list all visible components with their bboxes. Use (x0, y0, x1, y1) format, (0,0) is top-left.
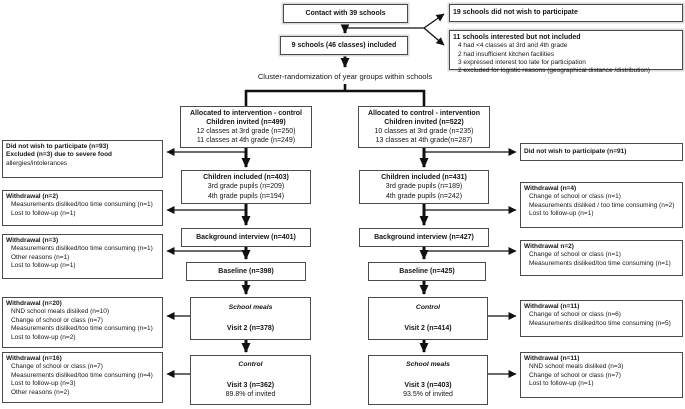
node-school-meals-visit3-right: School meals Visit 3 (n=403) 93.5% of in… (368, 355, 488, 405)
node-line: Background interview (n=401) (196, 233, 296, 241)
node-line: 10 classes at 3rd grade (n=235) (374, 128, 474, 135)
node-children-included-left: Children included (n=403) 3rd grade pupi… (181, 170, 311, 204)
node-line: 19 schools did not wish to participate (453, 9, 578, 17)
node-line: Lost to follow-up (n=2) (11, 333, 76, 341)
node-line: Withdrawal (n=16) (6, 355, 62, 362)
node-background-interview-left: Background interview (n=401) (181, 228, 311, 247)
node-line: 2 excluded for logistic reasons (geograp… (458, 67, 650, 75)
node-line: Withdrawal (n=20) (6, 300, 62, 307)
node-line: Children included (n=403) (203, 174, 289, 182)
node-line: 9 schools (46 classes) included (291, 41, 397, 49)
node-line: Excluded (n=3) due to severe food (6, 151, 113, 159)
node-right-withdrawal-11b: Withdrawal (n=11) NND school meals disli… (520, 352, 683, 398)
node-line: NND school meals disliked (n=3) (529, 363, 624, 371)
node-left-withdrawal-16: Withdrawal (n=16) Change of school or cl… (2, 352, 163, 403)
node-line: Background interview (n=427) (374, 233, 474, 241)
node-right-did-not-wish: Did not wish to participate (n=91) (520, 143, 683, 161)
node-left-withdrawal-20: Withdrawal (n=20) NND school meals disli… (2, 297, 163, 348)
node-line: Lost to follow-up (n=1) (529, 210, 594, 218)
node-line: Withdrawal (n=3) (6, 237, 59, 244)
node-line: Other reasons (n=1) (11, 253, 70, 261)
node-line: Visit 3 (n=362) (226, 381, 275, 389)
node-line: Measurements disliked/too time consuming… (11, 371, 153, 379)
node-line: Change of school or class (n=1) (529, 251, 621, 259)
node-line: Withdrawal (n=11) (524, 355, 580, 362)
node-line: NND school meals disliked (n=10) (11, 308, 110, 316)
node-line: Withdrawal (n=11) (524, 303, 580, 310)
node-line: Withdrawal (n=2) (6, 193, 59, 200)
node-school-meals-visit2-left: School meals Visit 2 (n=378) (190, 297, 311, 340)
node-line: Measurements disliked/too time consuming… (11, 201, 153, 209)
node-line: Withdrawal (n=4) (524, 185, 577, 192)
node-control-visit3-left: Control Visit 3 (n=362) 89.8% of invited (190, 355, 311, 405)
node-background-interview-right: Background interview (n=427) (359, 228, 489, 247)
node-children-included-right: Children included (n=431) 3rd grade pupi… (359, 170, 489, 204)
node-line: Lost to follow-up (n=1) (11, 209, 76, 217)
node-line: Lost to follow-up (n=1) (11, 262, 76, 270)
node-line: Visit 2 (n=378) (226, 325, 275, 333)
node-line: Allocated to intervention - control (189, 109, 302, 117)
node-baseline-left: Baseline (n=398) (186, 262, 306, 281)
node-baseline-right: Baseline (n=425) (368, 262, 486, 281)
node-schools-included: 9 schools (46 classes) included (280, 36, 408, 55)
node-right-withdrawal-11a: Withdrawal (n=11) Change of school or cl… (520, 300, 683, 337)
node-left-did-not-wish: Did not wish to participate (n=93) Exclu… (2, 140, 163, 178)
node-line: Children included (n=431) (381, 174, 467, 182)
node-line: Did not wish to participate (n=93) (6, 143, 109, 150)
node-line: Control (238, 361, 263, 369)
node-control-visit2-right: Control Visit 2 (n=414) (368, 297, 488, 340)
node-line: Visit 2 (n=414) (404, 325, 452, 333)
node-line: allergies/intolerances (6, 159, 68, 167)
node-line: Baseline (n=398) (218, 267, 274, 275)
node-line: 3rd grade pupils (n=209) (207, 183, 285, 191)
node-line: Measurements disliked/too time consuming… (529, 259, 671, 267)
node-line: School meals (406, 361, 450, 369)
randomization-label: Cluster-randomization of year groups wit… (257, 72, 433, 81)
node-line: Other reasons (n=2) (11, 388, 70, 396)
node-line: Did not wish to participate (n=91) (524, 147, 627, 155)
node-line: Measurements disliked/too time consuming… (11, 325, 153, 333)
node-left-withdrawal-2: Withdrawal (n=2) Measurements disliked/t… (2, 190, 163, 226)
node-allocated-intervention-control: Allocated to intervention - control Chil… (180, 106, 312, 148)
node-line: 4 had <4 classes at 3rd and 4th grade (458, 42, 568, 50)
node-line: Lost to follow-up (n=3) (11, 380, 76, 388)
node-line: Change of school or class (n=7) (11, 363, 103, 371)
node-line: 11 classes at 4th grade (n=249) (196, 137, 296, 145)
node-schools-interested-not-included: 11 schools interested but not included 4… (449, 30, 683, 74)
node-right-withdrawal-2: Withdrawal n=2) Change of school or clas… (520, 240, 683, 276)
node-line: Withdrawal n=2) (524, 243, 574, 250)
node-line: Baseline (n=425) (399, 267, 455, 275)
node-line: 13 classes at 4th grade(n=287) (375, 137, 473, 145)
node-line: Change of school or class (n=7) (11, 316, 103, 324)
node-line: Measurements disliked/too time consuming… (11, 245, 153, 253)
node-line: 2 had insufficient kitchen facilities (458, 50, 554, 58)
node-line: Change of school or class (n=7) (529, 371, 621, 379)
node-line: Control (415, 303, 441, 311)
node-line: Children invited (n=499) (206, 118, 286, 126)
node-line: Visit 3 (n=403) (404, 381, 452, 389)
node-right-withdrawal-4: Withdrawal (n=4) Change of school or cla… (520, 182, 683, 228)
node-line: 12 classes at 3rd grade (n=250) (196, 128, 296, 135)
node-line: Change of school or class (n=6) (529, 311, 621, 319)
node-allocated-control-intervention: Allocated to control - intervention Chil… (358, 106, 490, 148)
node-line: Allocated to control - intervention (367, 109, 480, 117)
node-line: Contact with 39 schools (305, 9, 386, 17)
node-line: 4th grade pupils (n=194) (207, 192, 285, 200)
node-contact-schools: Contact with 39 schools (283, 4, 408, 23)
node-line: 93.5% of invited (403, 390, 453, 398)
node-line: Change of school or class (n=1) (529, 193, 621, 201)
node-line: Measurements disliked / too time consumi… (529, 201, 675, 209)
node-line: School meals (228, 303, 273, 311)
node-line: Lost to follow-up (n=1) (529, 380, 594, 388)
node-line: 4th grade pupils (n=242) (385, 192, 463, 200)
node-line: 11 schools interested but not included (453, 34, 581, 41)
node-line: Measurements disliked/too time consuming… (529, 319, 671, 327)
node-line: 3 expressed interest too late for partic… (458, 58, 586, 66)
node-schools-declined: 19 schools did not wish to participate (449, 4, 683, 22)
node-line: 89.8% of invited (225, 390, 276, 398)
node-left-withdrawal-3: Withdrawal (n=3) Measurements disliked/t… (2, 234, 163, 279)
node-line: Children invited (n=522) (384, 118, 464, 126)
node-line: 3rd grade pupils (n=189) (385, 183, 463, 191)
